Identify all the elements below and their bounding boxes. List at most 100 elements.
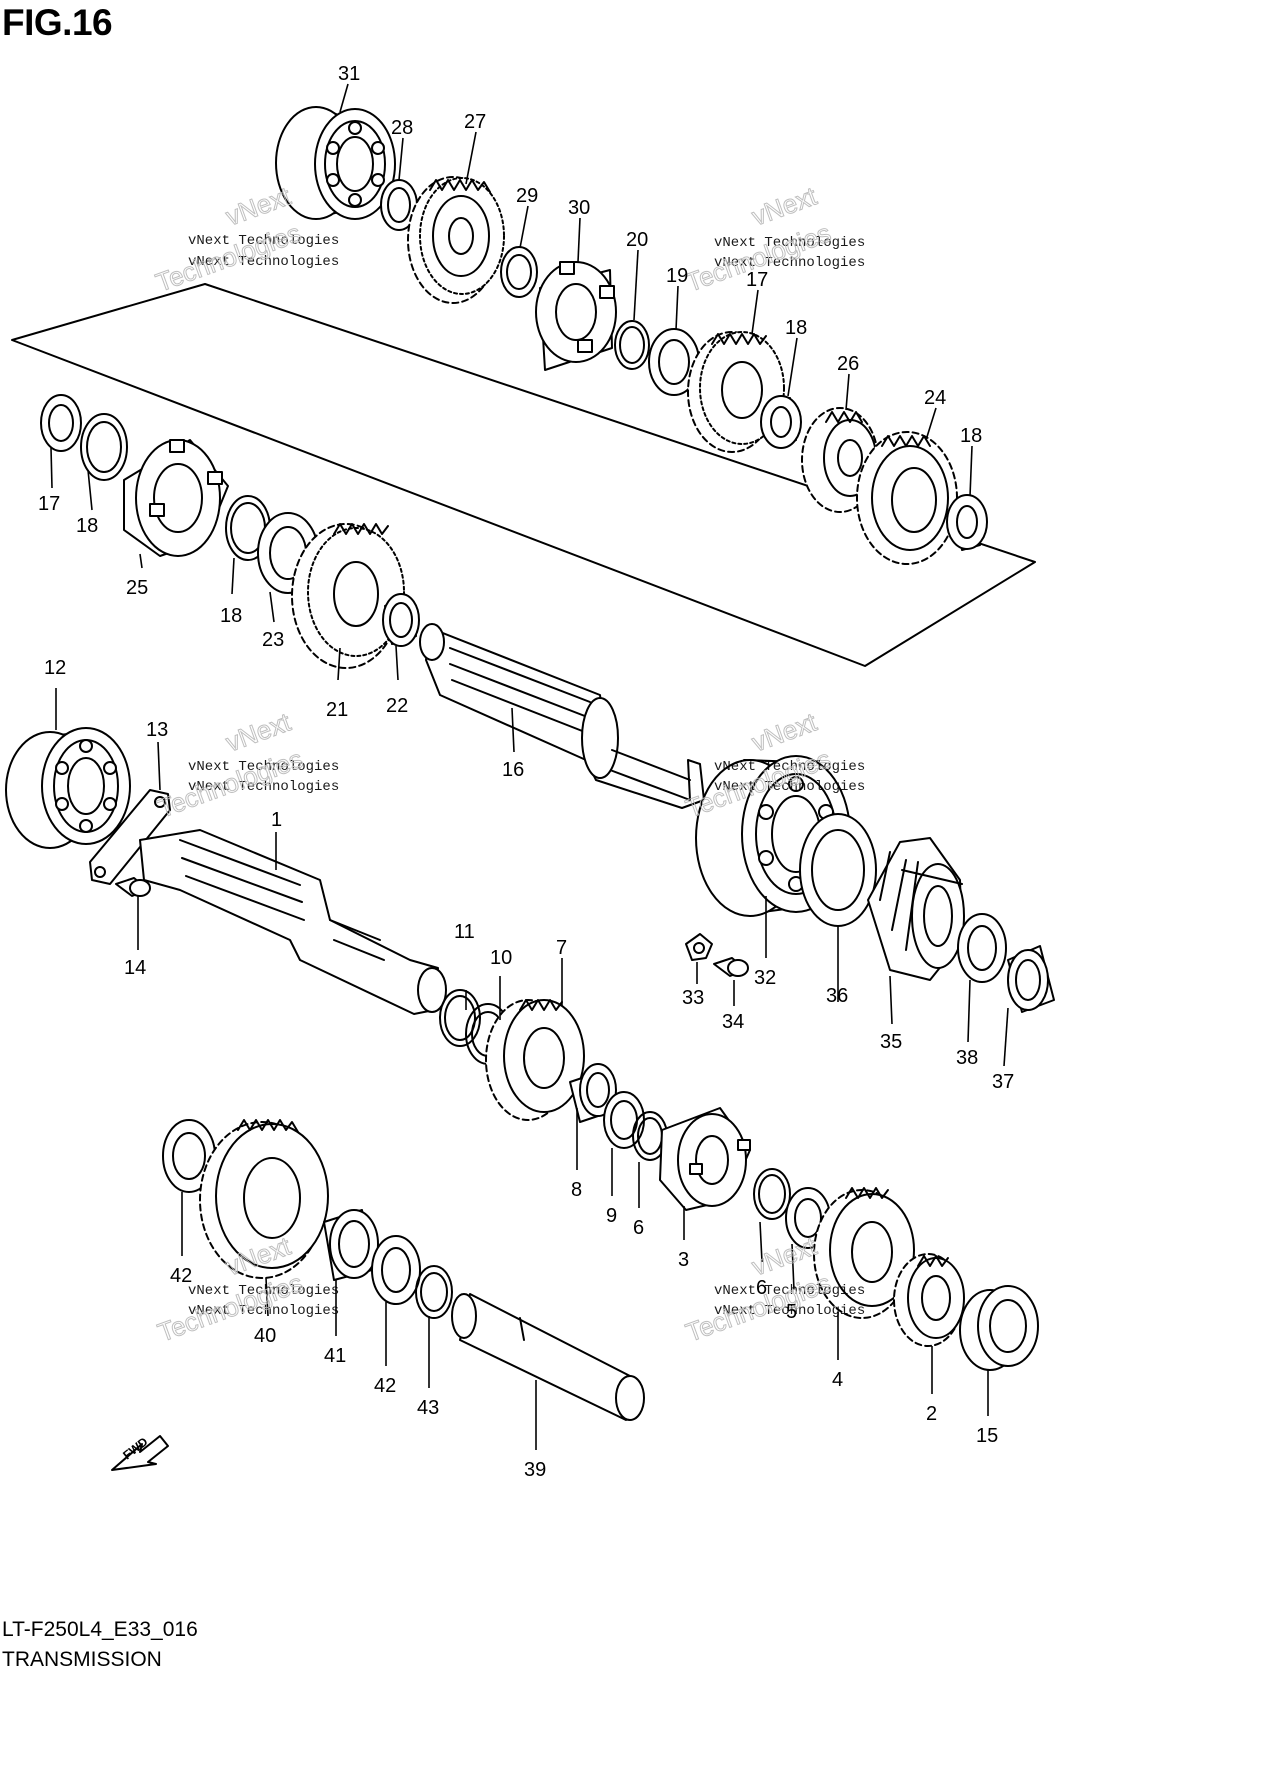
watermark-text: vNext Technologies <box>714 235 865 251</box>
part-number-label: 30 <box>568 197 590 219</box>
part-13-retainer-plate <box>89 789 171 885</box>
part-number-label: 38 <box>956 1047 978 1069</box>
part-12-bearing <box>5 727 131 849</box>
part-number-label: 21 <box>326 699 348 721</box>
part-11-circlip <box>439 989 481 1047</box>
part-number-label: 18 <box>220 605 242 627</box>
part-43-circlip <box>415 1265 453 1319</box>
part-number-callouts: 31 28 27 29 30 20 19 17 18 26 24 18 17 1… <box>38 63 1014 1481</box>
watermark-text: vNext Technologies <box>188 233 339 249</box>
part-14-screw <box>115 877 151 897</box>
part-number-label: 18 <box>785 317 807 339</box>
watermark-text: vNext Technologies <box>188 1283 339 1299</box>
watermark-text: vNext Technologies <box>714 255 865 271</box>
part-number-label: 13 <box>146 719 168 741</box>
part-35-bevel-gear <box>867 837 965 981</box>
part-31-bearing <box>275 106 396 220</box>
part-1-mainshaft <box>139 829 447 1015</box>
figure-title: FIG.16 <box>2 2 113 43</box>
part-29-washer <box>500 246 538 298</box>
part-42-washer-2 <box>371 1235 421 1305</box>
part-number-label: 17 <box>746 269 768 291</box>
part-number-label: 14 <box>124 957 146 979</box>
watermark-text: vNext Technologies <box>714 759 865 775</box>
part-number-label: 16 <box>502 759 524 781</box>
part-22-bushing <box>382 593 420 647</box>
part-number-label: 18 <box>960 425 982 447</box>
watermark-text: vNext Technologies <box>714 779 865 795</box>
watermark-text: vNext Technologies <box>714 1283 865 1299</box>
part-number-label: 6 <box>633 1217 644 1239</box>
part-number-label: 8 <box>571 1179 582 1201</box>
part-number-label: 25 <box>126 577 148 599</box>
part-number-label: 20 <box>626 229 648 251</box>
part-number-label: 23 <box>262 629 284 651</box>
part-number-label: 36 <box>826 985 848 1007</box>
part-number-label: 11 <box>454 921 475 943</box>
part-number-label: 1 <box>271 809 282 831</box>
part-number-label: 31 <box>338 63 360 85</box>
model-code: LT-F250L4_E33_016 <box>2 1618 198 1641</box>
part-18-circlip <box>80 413 128 481</box>
part-6-circlip-right <box>753 1168 791 1220</box>
part-number-label: 9 <box>606 1205 617 1227</box>
part-number-label: 19 <box>666 265 688 287</box>
part-number-label: 7 <box>556 937 567 959</box>
part-18-bushing <box>760 395 802 449</box>
part-24-gear <box>856 431 958 565</box>
part-37-nut <box>1007 945 1055 1013</box>
part-number-label: 35 <box>880 1031 902 1053</box>
part-25-dog-gear <box>123 439 229 557</box>
part-number-label: 12 <box>44 657 66 679</box>
part-41-bushing <box>323 1209 379 1281</box>
part-number-label: 39 <box>524 1459 546 1481</box>
watermark-text: vNext Technologies <box>188 779 339 795</box>
part-number-label: 2 <box>926 1403 937 1425</box>
part-21-gear <box>291 523 405 669</box>
part-36-shim <box>799 813 877 927</box>
part-34-screw <box>713 957 749 977</box>
part-20-circlip <box>614 320 650 370</box>
watermark-text: vNext Technologies <box>714 1303 865 1319</box>
part-18-bushing-right <box>946 494 988 551</box>
watermark-text: vNext Technologies <box>188 759 339 775</box>
part-number-label: 41 <box>324 1345 346 1367</box>
part-2-gear <box>893 1253 965 1347</box>
part-8-bushing <box>569 1063 617 1123</box>
leader-lines <box>50 83 1009 1450</box>
part-number-label: 5 <box>786 1301 797 1323</box>
part-number-label: 22 <box>386 695 408 717</box>
part-number-label: 6 <box>756 1277 767 1299</box>
part-number-label: 24 <box>924 387 946 409</box>
part-17-washer <box>40 394 82 452</box>
part-number-label: 42 <box>374 1375 396 1397</box>
part-number-label: 17 <box>38 493 60 515</box>
part-number-label: 26 <box>837 353 859 375</box>
part-number-label: 28 <box>391 117 413 139</box>
part-33-lock <box>685 933 713 961</box>
part-number-label: 18 <box>76 515 98 537</box>
part-28-washer <box>380 179 418 231</box>
part-42-washer <box>162 1119 216 1193</box>
part-number-label: 10 <box>490 947 512 969</box>
section-title: TRANSMISSION <box>2 1648 162 1671</box>
part-number-label: 34 <box>722 1011 744 1033</box>
part-number-label: 32 <box>754 967 776 989</box>
part-number-label: 42 <box>170 1265 192 1287</box>
part-16-countershaft <box>419 623 705 809</box>
part-number-label: 4 <box>832 1369 843 1391</box>
part-40-gear <box>199 1119 329 1279</box>
part-number-label: 27 <box>464 111 486 133</box>
part-number-label: 43 <box>417 1397 439 1419</box>
watermark-text: vNext Technologies <box>188 1303 339 1319</box>
watermark-text: vNext Technologies <box>188 254 339 270</box>
part-4-gear <box>813 1187 915 1319</box>
part-38-washer <box>957 913 1007 983</box>
part-30-dog-gear <box>535 261 617 371</box>
part-7-gear <box>485 999 585 1121</box>
part-number-label: 29 <box>516 185 538 207</box>
part-39-shaft <box>451 1293 645 1421</box>
part-number-label: 37 <box>992 1071 1014 1093</box>
